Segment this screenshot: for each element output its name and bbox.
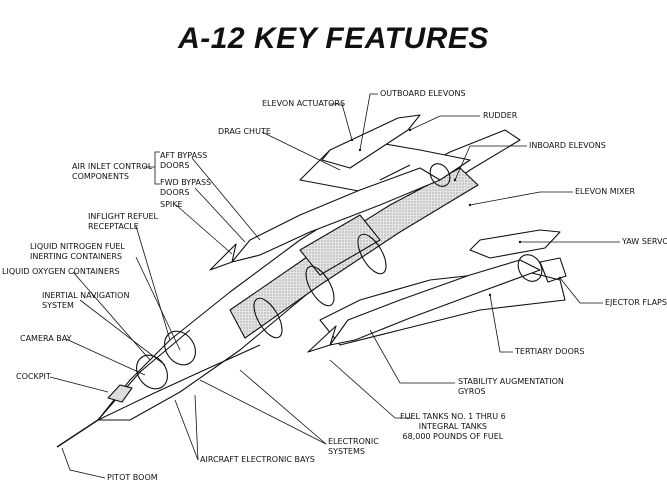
- right-rudder-shape: [469, 229, 561, 259]
- label-outboard-elevons: OUTBOARD ELEVONS: [380, 89, 466, 98]
- label-rudder: RUDDER: [483, 111, 518, 120]
- left-rudder-shape: [321, 114, 421, 169]
- pitot-boom-shape: [56, 419, 99, 448]
- label-aircraft-electronic-bays: AIRCRAFT ELECTRONIC BAYS: [200, 455, 315, 464]
- label-electronic-systems: ELECTRONIC SYSTEMS: [328, 437, 379, 456]
- label-inertial-navigation: INERTIAL NAVIGATION SYSTEM: [42, 291, 130, 310]
- label-elevon-actuators: ELEVON ACTUATORS: [262, 99, 346, 108]
- page-title: A-12 KEY FEATURES: [178, 22, 489, 55]
- label-inboard-elevons: INBOARD ELEVONS: [529, 141, 606, 150]
- left-spike-shape: [209, 243, 237, 271]
- label-liquid-oxygen: LIQUID OXYGEN CONTAINERS: [2, 267, 120, 276]
- label-fwd-bypass-doors: FWD BYPASS DOORS: [160, 178, 212, 197]
- label-cockpit: COCKPIT: [16, 372, 51, 381]
- label-camera-bay: CAMERA BAY: [20, 334, 72, 343]
- label-tertiary-doors: TERTIARY DOORS: [515, 347, 585, 356]
- label-yaw-servos: YAW SERVOS: [622, 237, 667, 246]
- right-spike-shape: [307, 325, 337, 353]
- label-aft-bypass-doors: AFT BYPASS DOORS: [160, 151, 208, 170]
- label-elevon-mixer: ELEVON MIXER: [575, 187, 636, 196]
- label-spike: SPIKE: [160, 200, 183, 209]
- label-pitot-boom: PITOT BOOM: [107, 473, 158, 482]
- label-ejector-flaps: EJECTOR FLAPS: [605, 298, 667, 307]
- label-air-inlet-control: AIR INLET CONTROL COMPONENTS: [72, 162, 153, 181]
- label-stability-augmentation: STABILITY AUGMENTATION GYROS: [458, 377, 564, 396]
- right-nacelle-shape: [329, 259, 541, 346]
- cockpit-canopy-shape: [107, 384, 133, 403]
- label-inflight-refuel: INFLIGHT REFUEL RECEPTACLE: [88, 212, 158, 231]
- label-drag-chute: DRAG CHUTE: [218, 127, 271, 136]
- label-fuel-tanks: FUEL TANKS NO. 1 THRU 6 INTEGRAL TANKS 6…: [400, 412, 506, 441]
- label-liquid-nitrogen: LIQUID NITROGEN FUEL INERTING CONTAINERS: [30, 242, 125, 261]
